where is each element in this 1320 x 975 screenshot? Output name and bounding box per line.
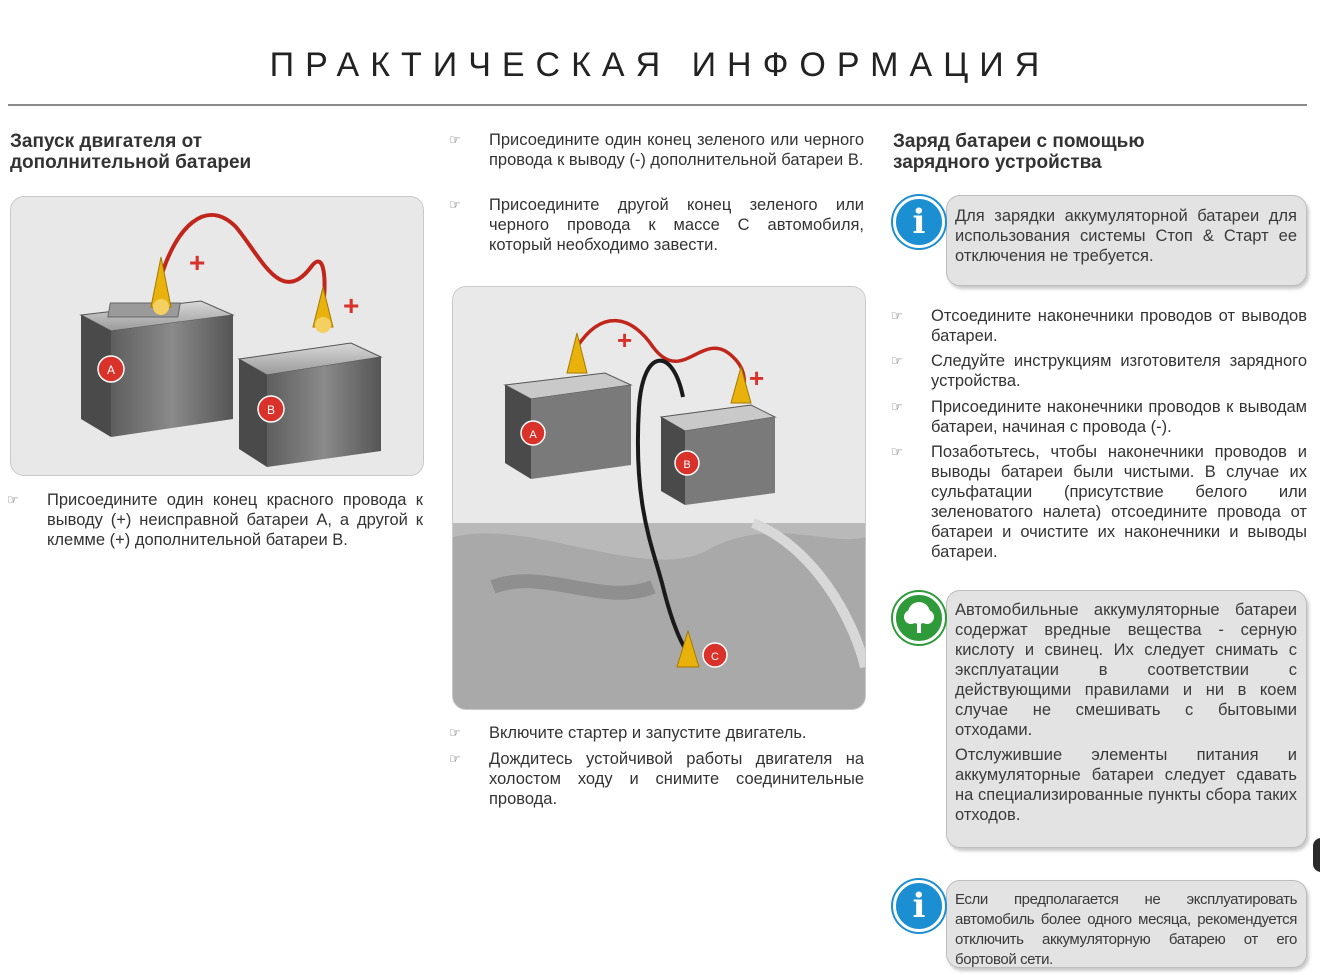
step-text: Присоедините наконечники проводов к выво… <box>931 398 1307 436</box>
step-connect-red: ☞ Присоедините один конец красного прово… <box>7 490 423 550</box>
pointing-hand-icon: ☞ <box>7 492 19 507</box>
stop-start-info-text: Для зарядки аккумуляторной батареи для и… <box>955 207 1297 265</box>
clamp-b-icon <box>730 365 752 404</box>
step-connect-negative: ☞ Присоедините один конец зеленого или ч… <box>449 130 864 170</box>
battery-connection-figure: A B + + <box>10 196 424 476</box>
charging-heading: Заряд батареи с помощью зарядного устрой… <box>893 131 1145 173</box>
page-edge-tab <box>1313 838 1320 872</box>
step-connect-ground: ☞ Присоедините другой конец зеленого или… <box>449 195 864 255</box>
charge-step-instructions: ☞ Следуйте инструкциям изготовителя заря… <box>891 351 1307 391</box>
ground-c-label: C <box>711 651 719 663</box>
step-text: Следуйте инструкциям изготовителя зарядн… <box>931 352 1307 390</box>
battery-a-label: A <box>107 363 115 377</box>
pointing-hand-icon: ☞ <box>891 308 903 323</box>
clamp-a-icon <box>566 332 588 374</box>
clamp-a-icon <box>150 256 172 315</box>
battery-b: B <box>237 342 383 467</box>
battery-b-label: B <box>267 403 275 417</box>
eco-warning-text-1: Автомобильные аккумуляторные батареи сод… <box>955 601 1297 739</box>
charging-heading-line1: Заряд батареи с помощью <box>893 131 1145 152</box>
plus-sign-a: + <box>189 247 205 278</box>
step-text: Дождитесь устойчивой работы двигателя на… <box>489 750 864 808</box>
step-remove-cables: ☞ Дождитесь устойчивой работы двигателя … <box>449 749 864 809</box>
ground-connection-illustration: A B C + + <box>453 287 865 709</box>
plus-sign-a: + <box>617 325 632 355</box>
page-title: ПРАКТИЧЕСКАЯ ИНФОРМАЦИЯ <box>269 46 1051 84</box>
pointing-hand-icon: ☞ <box>891 444 903 459</box>
battery-b-label: B <box>683 459 690 471</box>
battery-connection-illustration: A B + + <box>79 213 383 467</box>
storage-info-box <box>946 880 1307 968</box>
stop-start-info-box <box>946 195 1307 286</box>
info-icon: i <box>893 880 945 932</box>
charge-step-disconnect: ☞ Отсоедините наконечники проводов от вы… <box>891 306 1307 346</box>
step-text: Присоедините один конец красного провода… <box>47 491 423 549</box>
pointing-hand-icon: ☞ <box>891 399 903 414</box>
pointing-hand-icon: ☞ <box>449 197 461 212</box>
step-text: Включите стартер и запустите двигатель. <box>489 724 807 742</box>
tree-icon <box>893 592 945 644</box>
pointing-hand-icon: ☞ <box>449 132 461 147</box>
jump-start-heading: Запуск двигателя от дополнительной батар… <box>10 131 251 173</box>
battery-a: A <box>79 300 235 437</box>
step-text: Позаботьтесь, чтобы наконечники проводов… <box>931 443 1307 561</box>
battery-b: B <box>659 404 777 505</box>
pointing-hand-icon: ☞ <box>449 725 461 740</box>
step-text: Присоедините другой конец зеленого или ч… <box>489 196 864 254</box>
step-text: Присоедините один конец зеленого или чер… <box>489 131 864 169</box>
clamp-b-icon <box>312 286 334 333</box>
jump-start-heading-line2: дополнительной батареи <box>10 152 252 173</box>
charging-heading-line2: зарядного устройства <box>893 152 1102 173</box>
red-jumper-cable <box>159 213 327 308</box>
info-icon: i <box>893 196 945 248</box>
step-start-engine: ☞ Включите стартер и запустите двигатель… <box>449 723 864 743</box>
battery-a-label: A <box>529 429 537 441</box>
plus-sign-b: + <box>749 363 764 393</box>
ground-connection-figure: A B C + + <box>452 286 866 710</box>
eco-warning-box <box>946 590 1307 848</box>
charge-step-clean: ☞ Позаботьтесь, чтобы наконечники провод… <box>891 442 1307 562</box>
pointing-hand-icon: ☞ <box>891 353 903 368</box>
title-divider <box>8 104 1307 106</box>
step-text: Отсоедините наконечники проводов от выво… <box>931 307 1307 345</box>
battery-a: A <box>503 372 633 479</box>
jump-start-heading-line1: Запуск двигателя от <box>10 131 203 152</box>
eco-warning-text-2: Отслужившие элементы питания и аккумулят… <box>955 746 1297 824</box>
clamp-c-icon <box>676 629 700 668</box>
charge-step-connect: ☞ Присоедините наконечники проводов к вы… <box>891 397 1307 437</box>
black-ground-cable <box>635 358 690 654</box>
pointing-hand-icon: ☞ <box>449 751 461 766</box>
storage-info-text: Если предполагается не эксплуатировать а… <box>955 891 1297 968</box>
plus-sign-b: + <box>343 290 359 321</box>
